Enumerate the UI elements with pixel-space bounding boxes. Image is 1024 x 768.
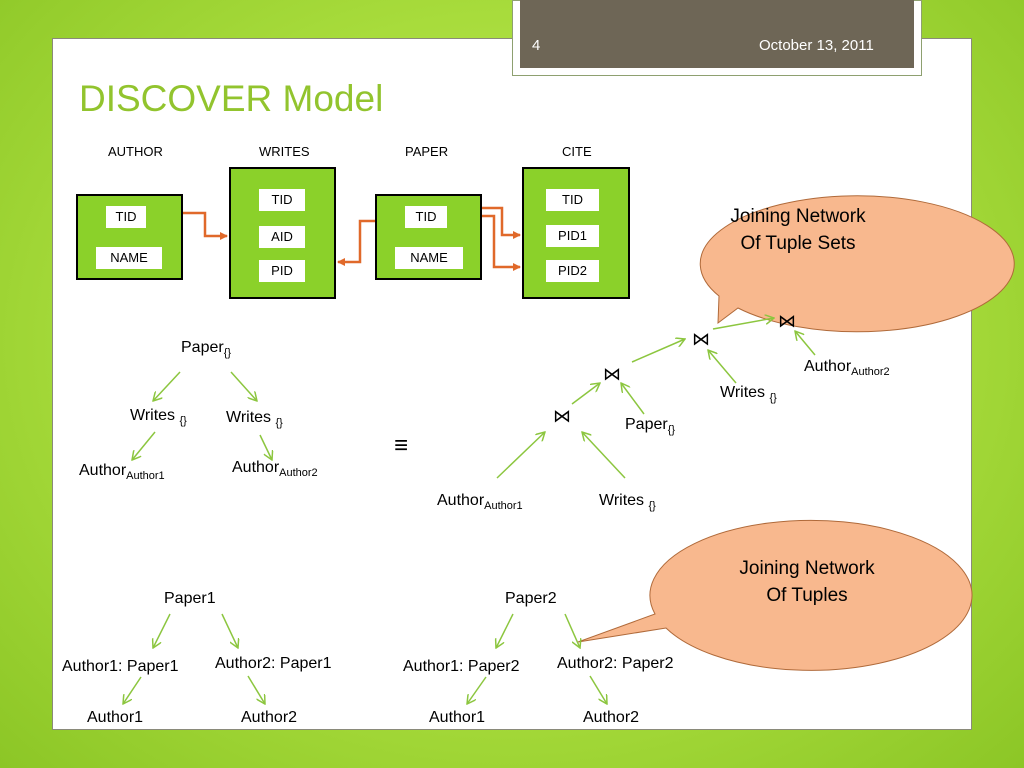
bubble-tuples-text: Joining Network Of Tuples <box>739 558 875 606</box>
jt-node-author2: AuthorAuthor2 <box>804 358 890 379</box>
tt2-node-author1-paper2: Author1: Paper2 <box>403 658 520 675</box>
join-symbol-upper: ⋈ <box>692 329 710 349</box>
fk-arrow-paper-cite-pid2 <box>482 214 521 271</box>
bubble-tuples <box>577 519 973 671</box>
cite-field-pid1: PID1 <box>546 225 599 247</box>
tt1-node-author2: Author2 <box>241 709 298 726</box>
join-symbol-bottom: ⋈ <box>553 406 571 426</box>
slide-date: October 13, 2011 <box>759 37 874 54</box>
author-field-tid: TID <box>106 206 146 228</box>
page-number: 4 <box>532 37 541 54</box>
tt1-node-author1: Author1 <box>87 709 144 726</box>
ts-node-author1: AuthorAuthor1 <box>79 462 165 483</box>
equivalence-symbol: ≡ <box>394 432 409 459</box>
tt1-node-paper1: Paper1 <box>164 590 216 607</box>
jt-node-author1: AuthorAuthor1 <box>437 492 523 513</box>
table-label-paper: PAPER <box>405 144 449 159</box>
ts-node-writes-left: Writes {} <box>130 407 187 428</box>
join-symbol-top: ⋈ <box>778 311 796 331</box>
ts-node-author2: AuthorAuthor2 <box>232 459 318 480</box>
tt1-node-author1-paper1: Author1: Paper1 <box>62 658 179 675</box>
join-symbol-middle: ⋈ <box>603 364 621 384</box>
fk-arrows <box>183 206 521 271</box>
ts-node-paper: Paper{} <box>181 339 232 360</box>
tt2-node-author2: Author2 <box>583 709 640 726</box>
writes-field-pid: PID <box>259 260 305 282</box>
table-label-author: AUTHOR <box>108 144 163 159</box>
writes-field-tid: TID <box>259 189 305 211</box>
table-label-cite: CITE <box>562 144 592 159</box>
paper-field-tid: TID <box>405 206 447 228</box>
bubble-tuple-sets <box>699 195 1015 333</box>
tt1-node-author2-paper1: Author2: Paper1 <box>215 655 332 672</box>
ts-node-writes-right: Writes {} <box>226 409 283 430</box>
jt-node-paper: Paper{} <box>625 416 676 437</box>
table-label-writes: WRITES <box>259 144 310 159</box>
author-field-name: NAME <box>96 247 162 269</box>
writes-field-aid: AID <box>259 226 305 248</box>
paper-field-name: NAME <box>395 247 463 269</box>
fk-arrow-author-writes <box>183 211 228 240</box>
tt2-node-author2-paper2: Author2: Paper2 <box>557 655 674 672</box>
jt-node-writes-top: Writes {} <box>720 384 777 405</box>
cite-field-pid2: PID2 <box>546 260 599 282</box>
jt-node-writes-bottom: Writes {} <box>599 492 656 513</box>
fk-arrow-paper-writes <box>337 219 375 266</box>
bubble-tuple-sets-text: Joining Network Of Tuple Sets <box>730 206 866 254</box>
tree-arrows <box>123 318 816 704</box>
fk-arrow-paper-cite-pid1 <box>482 206 521 239</box>
cite-field-tid: TID <box>546 189 599 211</box>
tt2-node-author1: Author1 <box>429 709 486 726</box>
header-bar <box>520 0 914 68</box>
slide-title: DISCOVER Model <box>79 78 384 119</box>
tt2-node-paper2: Paper2 <box>505 590 557 607</box>
